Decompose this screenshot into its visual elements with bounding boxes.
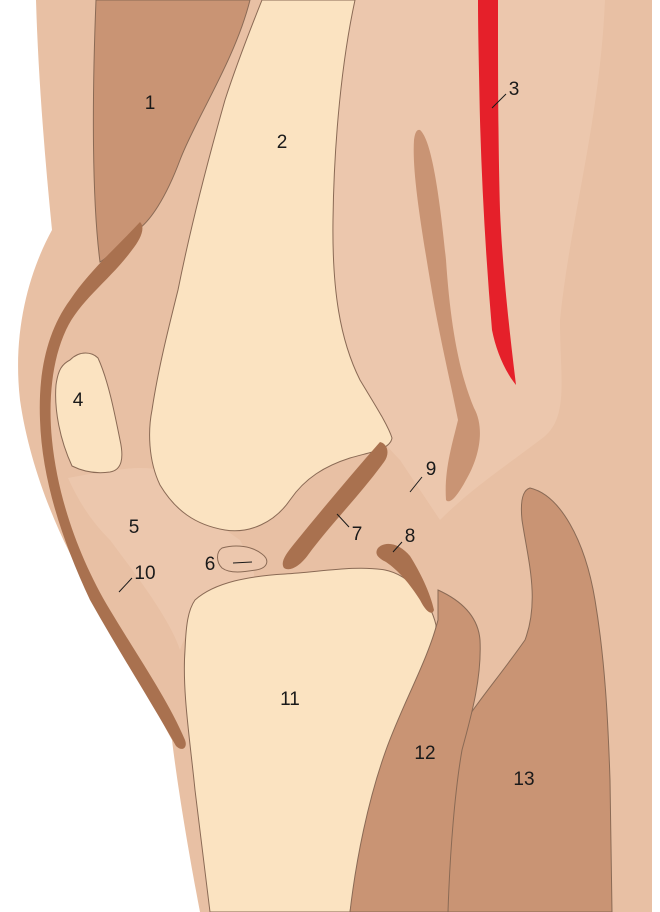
label-5: 5 (129, 517, 140, 538)
label-1: 1 (145, 93, 156, 114)
label-8: 8 (405, 526, 416, 547)
label-13: 13 (513, 769, 534, 790)
label-10: 10 (134, 563, 155, 584)
label-6: 6 (205, 554, 216, 575)
label-3: 3 (509, 79, 520, 100)
label-7: 7 (352, 524, 363, 545)
label-11: 11 (280, 689, 300, 710)
label-2: 2 (277, 132, 288, 153)
label-9: 9 (426, 459, 437, 480)
label-12: 12 (414, 743, 435, 764)
label-4: 4 (73, 390, 84, 411)
